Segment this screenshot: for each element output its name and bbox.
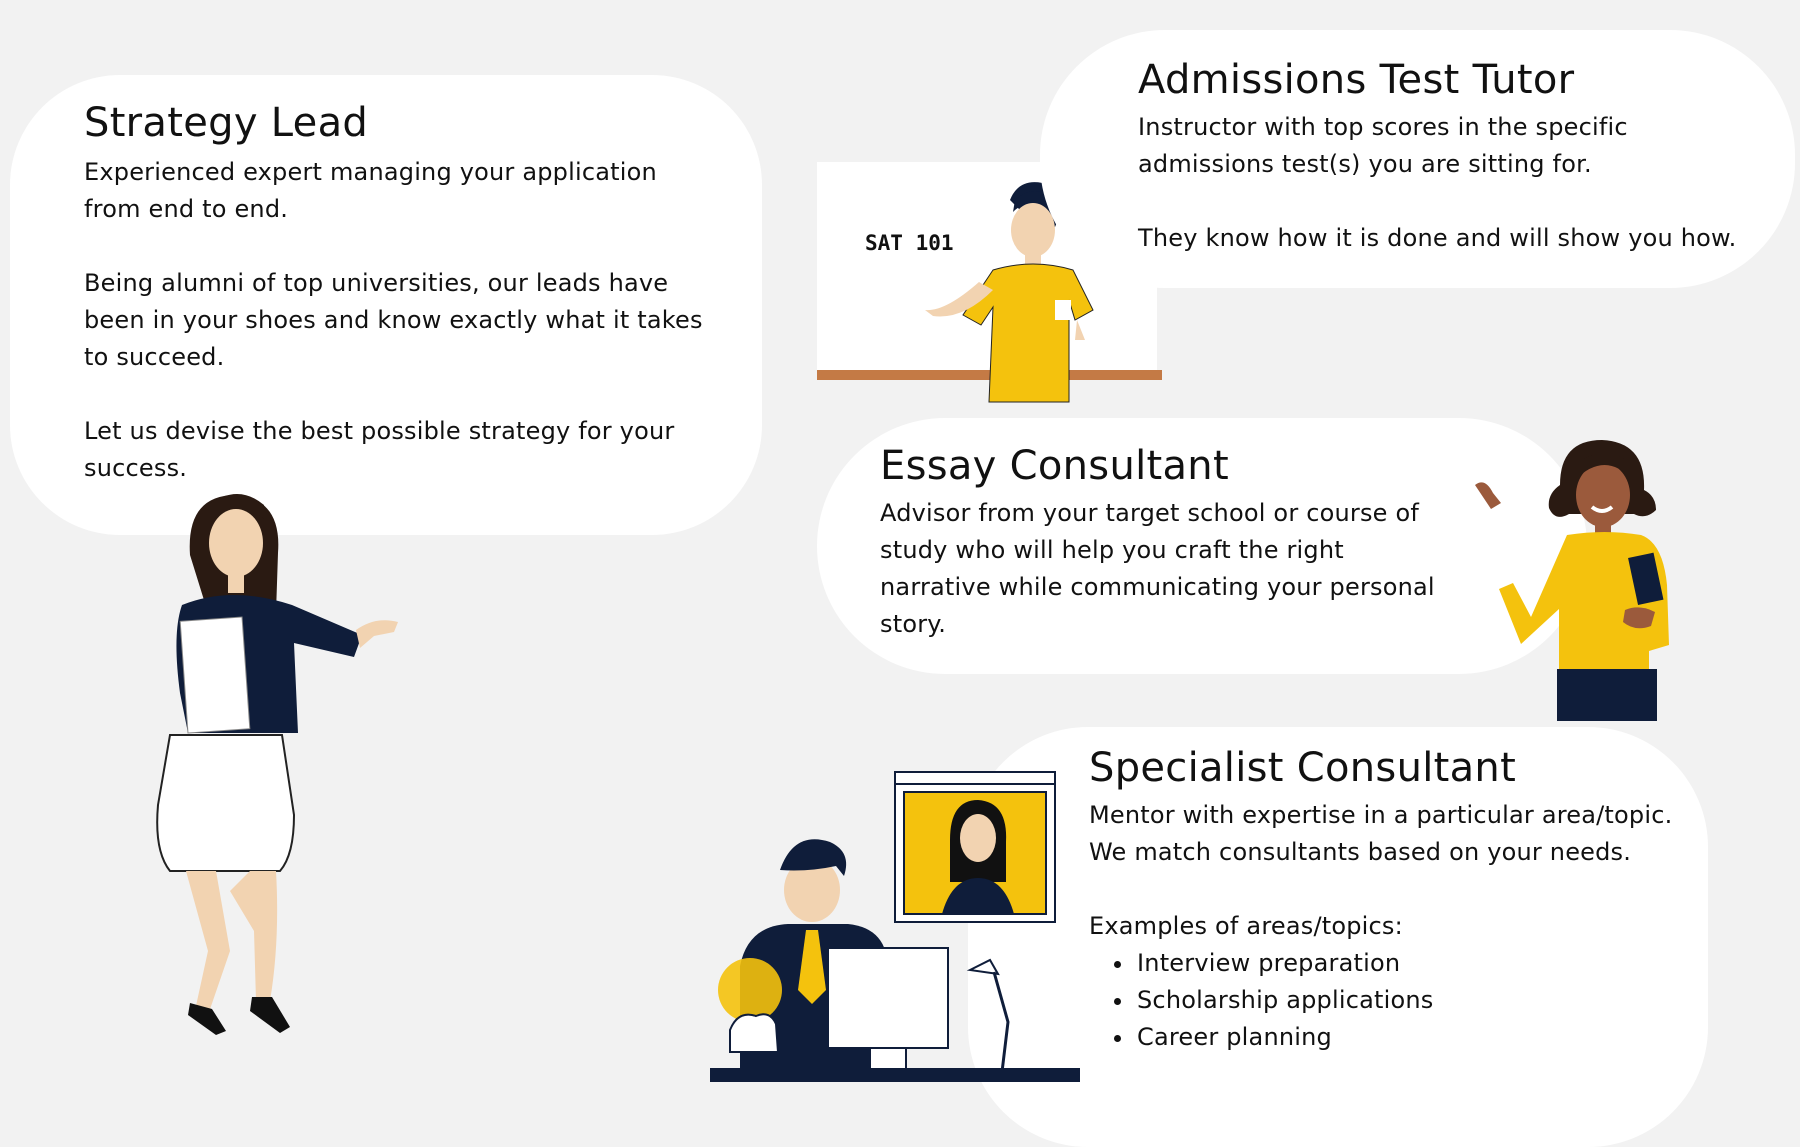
admissions-test-tutor-desc-2: They know how it is done and will show y… bbox=[1138, 224, 1737, 252]
whiteboard-text: SAT 101 bbox=[865, 231, 954, 255]
woman-with-book-icon bbox=[1475, 440, 1669, 721]
specialist-consultant-title: Specialist Consultant bbox=[1089, 745, 1517, 791]
essay-consultant-desc: Advisor from your target school or cours… bbox=[880, 499, 1435, 638]
whiteboard-rail bbox=[817, 370, 1162, 380]
man-on-video-call-icon bbox=[710, 771, 1080, 1082]
specialist-consultant-desc-2: We match consultants based on your needs… bbox=[1089, 838, 1632, 866]
admissions-test-tutor-card: Admissions Test Tutor Instructor with to… bbox=[1040, 30, 1795, 288]
strategy-lead-desc-3: Let us devise the best possible strategy… bbox=[84, 417, 675, 482]
specialist-consultant-card: Specialist Consultant Mentor with expert… bbox=[968, 727, 1708, 1147]
topics-heading: Examples of areas/topics: bbox=[1089, 912, 1403, 940]
list-item: Interview preparation bbox=[1135, 945, 1689, 982]
topics-list: Interview preparation Scholarship applic… bbox=[1089, 945, 1689, 1056]
list-item: Scholarship applications bbox=[1135, 982, 1689, 1019]
essay-consultant-card: Essay Consultant Advisor from your targe… bbox=[817, 418, 1587, 674]
strategy-lead-desc-2: Being alumni of top universities, our le… bbox=[84, 269, 703, 371]
strategy-lead-desc-1: Experienced expert managing your applica… bbox=[84, 158, 657, 223]
strategy-lead-title: Strategy Lead bbox=[84, 100, 369, 146]
specialist-consultant-desc-1: Mentor with expertise in a particular ar… bbox=[1089, 801, 1673, 829]
admissions-test-tutor-title: Admissions Test Tutor bbox=[1138, 57, 1575, 103]
woman-presenting-icon bbox=[156, 494, 398, 1035]
strategy-lead-card: Strategy Lead Experienced expert managin… bbox=[10, 75, 762, 535]
essay-consultant-title: Essay Consultant bbox=[880, 443, 1229, 489]
admissions-test-tutor-desc-1: Instructor with top scores in the specif… bbox=[1138, 113, 1628, 178]
list-item: Career planning bbox=[1135, 1019, 1689, 1056]
